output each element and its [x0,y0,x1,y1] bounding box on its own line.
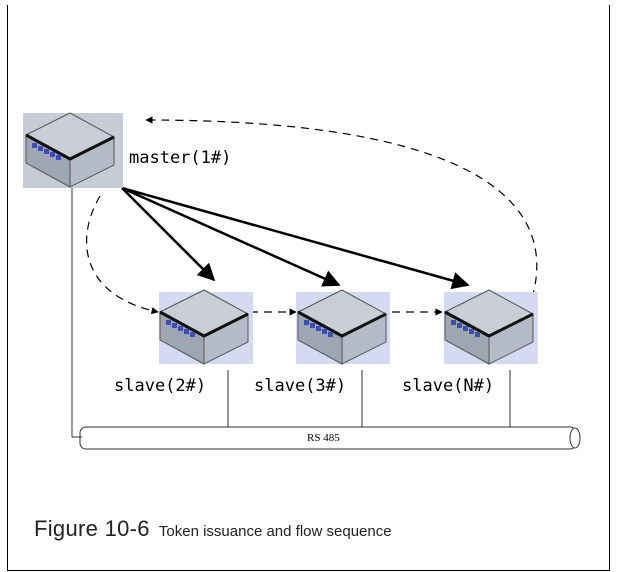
slave-2-label: slave(2#) [114,376,206,396]
master-label: master(1#) [129,148,231,168]
figure-frame [7,5,610,571]
caption-text: Token issuance and flow sequence [158,523,392,540]
flow-master-to-slave-2 [86,195,159,315]
slave-n-device-icon [443,288,538,366]
rs485-bus [72,426,581,450]
bus-label: RS 485 [307,432,340,444]
slave-n-label: slave(N#) [402,376,494,396]
token-arrow-slave-n [121,186,470,290]
token-arrow-slave-3 [121,186,341,287]
figure-number: Figure 10-6 [34,516,150,541]
slave-2-device-icon [158,288,253,366]
slave-3-label: slave(3#) [254,376,346,396]
master-device-icon [23,111,123,189]
token-arrow-slave-2 [121,187,216,282]
slave-3-device-icon [296,288,390,366]
figure-caption: Figure 10-6 Token issuance and flow sequ… [34,516,392,542]
